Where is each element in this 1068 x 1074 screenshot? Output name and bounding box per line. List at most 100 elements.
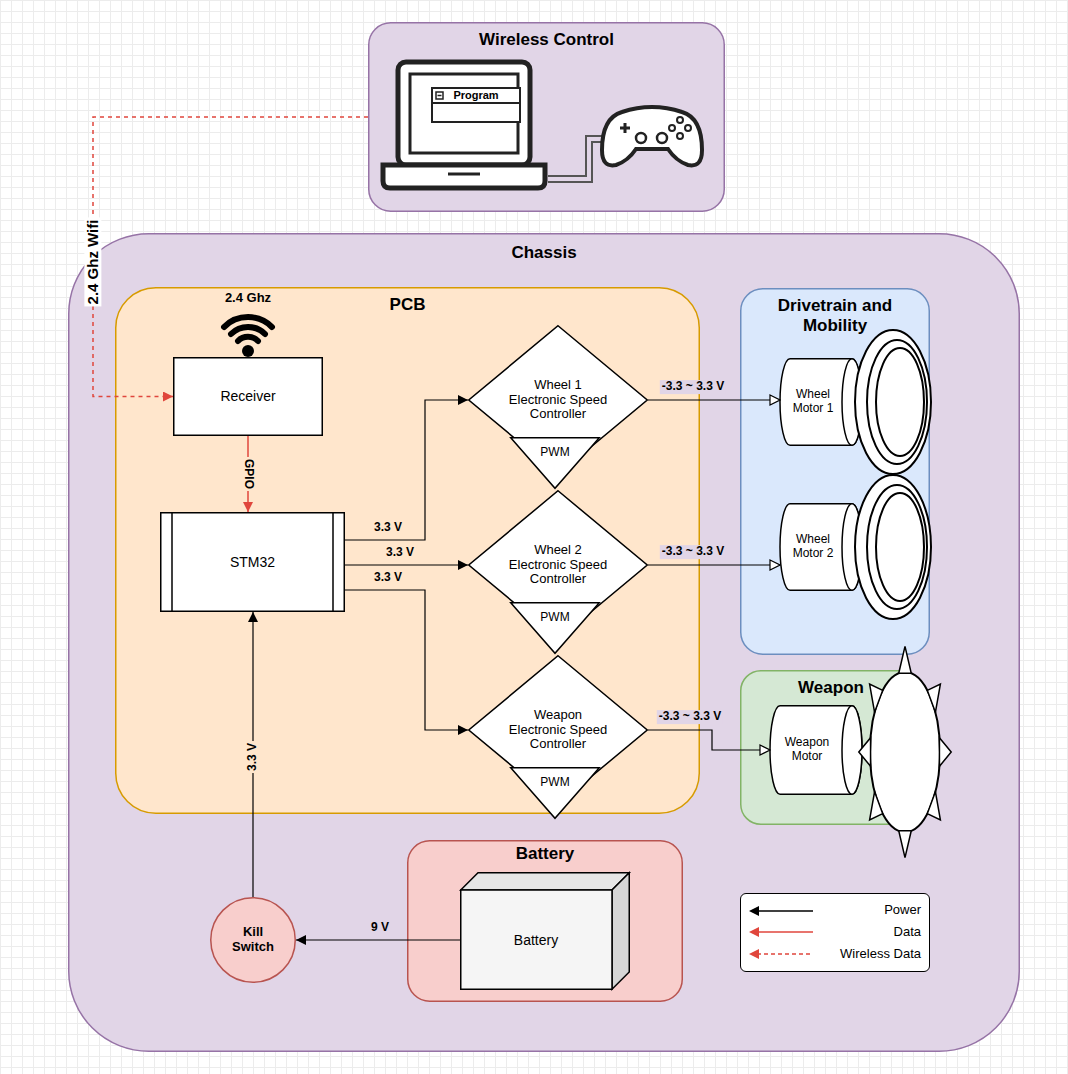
gamepad-stick [657,133,667,143]
box-border [741,671,922,825]
node-title: Wireless Control [479,30,614,50]
outline-group [69,234,1020,1052]
legend-line [757,910,813,912]
wifi-arc [238,337,258,341]
wheel-rim [867,340,927,464]
program-window [432,88,520,122]
outline-group [511,603,600,654]
text-label-holder: 2.4 Ghz [223,291,273,306]
node-label: Battery [514,932,558,948]
node-title: Battery [516,844,575,864]
cube-front [461,890,612,989]
legend-line [757,932,813,934]
outline-group [780,504,862,591]
line-label: 3.3 V [372,521,404,535]
cylinder-face [842,359,862,446]
motor-cylinder: Wheel Motor 2 [780,503,862,591]
node-outline [510,767,600,819]
line-label: 2.4 Ghz Wifi [84,218,101,307]
cable-wire [548,136,608,176]
kill-switch-circle: Kill Switch [210,897,296,983]
weapon-region: WeaponWeapon Motor [740,670,922,825]
line-label-holder: GPIO [241,457,255,491]
node-outline [368,22,725,212]
line-label: 3.3 V [384,546,416,560]
battery-region: BatteryBattery [407,840,683,1002]
outline-group [211,898,296,983]
laptop-touchpad [448,173,480,176]
spinner-spike [899,646,912,673]
wheel-rim [867,485,927,609]
node-label: PWM [540,611,569,625]
battery-cube: Battery [460,872,630,990]
outline-group [161,512,345,612]
line-label-holder: 3.3 V [372,521,404,535]
gamepad-dpad [620,123,630,133]
cylinder-face [842,706,862,795]
pwm-triangle: PWM [510,602,600,654]
cube-top [461,873,630,890]
text-area: PWM [530,443,580,463]
wifi-arc [231,327,265,334]
box-border [408,841,683,1002]
legend-row: Wireless Data [749,945,921,963]
node-label: Weapon Electronic Speed Controller [506,708,610,753]
triangle-border [511,603,600,654]
spinner-spike [927,792,940,820]
spinner-spike [939,738,951,767]
pwm-triangle: PWM [510,437,600,489]
line-label: -3.3 ~ 3.3 V [660,545,726,559]
legend-label: Power [884,903,921,918]
pwm-triangle: PWM [510,767,600,819]
diamond-border [469,491,648,640]
text-area: Weapon Motor [774,705,840,795]
circle-border [211,898,296,983]
wireless-link [93,117,368,397]
node-label: Receiver [220,388,275,404]
text-area: Kill Switch [228,905,278,975]
legend-arrowhead [749,906,759,916]
text-label-holder: Program [451,89,500,102]
window-button-mark [438,95,442,97]
cylinder-face [842,504,862,591]
gamepad-stick [636,133,646,143]
text-area: Chassis [68,243,1020,267]
laptop-display [410,74,518,153]
spinner-spike [859,738,871,767]
node-title: Kill Switch [228,925,278,955]
outline-group [780,359,862,446]
gamepad-button [677,133,683,139]
legend-label: Data [894,925,921,940]
node-label: Weapon Motor [774,736,840,764]
text-area: PWM [530,773,580,793]
node-label: Wheel 2 Electronic Speed Controller [506,543,610,588]
connector [648,730,770,750]
outline-group [116,288,700,814]
line-label: GPIO [241,457,255,491]
spinner-spike [927,684,940,712]
line-label-holder: 9 V [369,921,391,935]
wheel-hub [876,348,924,456]
spinner-spike [870,684,883,712]
outline-group [469,326,648,475]
laptop-icon [383,62,545,188]
motor-cylinder: Wheel Motor 1 [780,358,862,446]
connector [345,590,468,730]
triangle-border [511,438,600,489]
line-label: 3.3 V [372,571,404,585]
laptop-screen [398,62,530,165]
node-label: PWM [540,776,569,790]
line-label-holder: 3.3 V [246,741,260,773]
outline-group [461,873,630,990]
wheel-1 [855,330,931,474]
node-label: PWM [540,446,569,460]
text-area: STM32 [174,512,331,612]
connector [648,399,780,400]
gamepad-body [602,107,702,165]
laptop-base [383,165,545,188]
text-area: PWM [530,608,580,628]
text-area: Wheel 1 Electronic Speed Controller [506,365,610,435]
motor-cylinder: Weapon Motor [770,705,862,795]
node-title: Chassis [511,243,576,263]
